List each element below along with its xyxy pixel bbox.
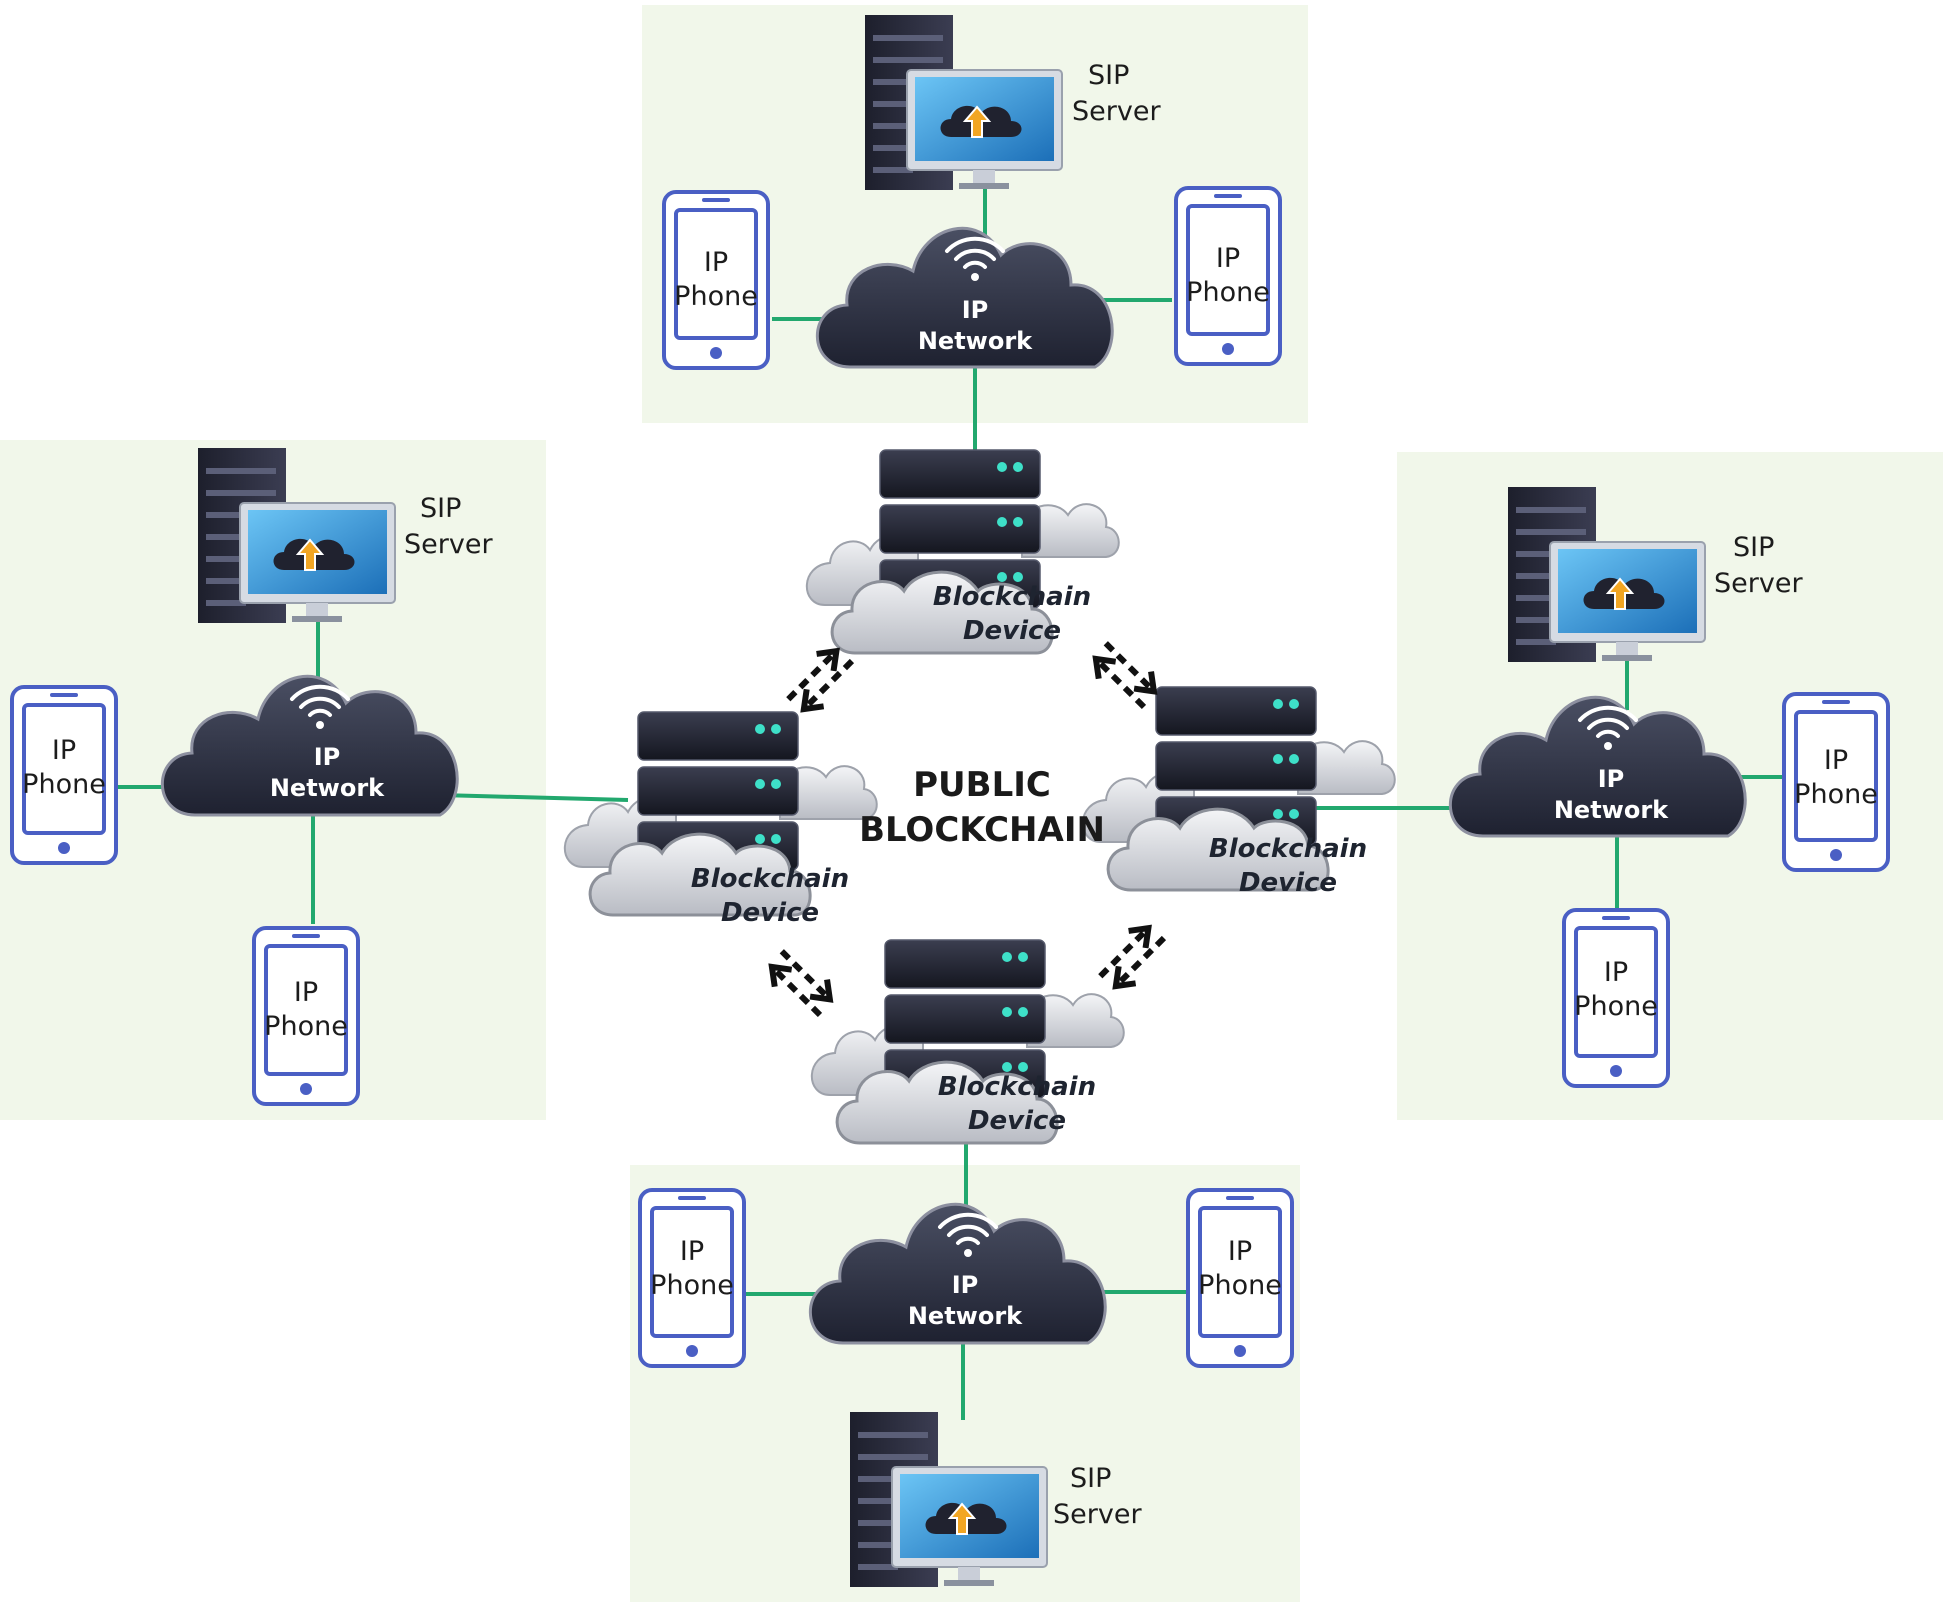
arrow-top-right-icon bbox=[1085, 635, 1166, 716]
arrow-bottom-left-icon bbox=[761, 943, 842, 1024]
top-ip-phone-left-icon bbox=[662, 190, 770, 370]
link-left-network-blockchain bbox=[439, 793, 629, 802]
arrow-bottom-right-icon bbox=[1092, 917, 1173, 998]
top-ip-phone-right-icon bbox=[1174, 186, 1282, 366]
